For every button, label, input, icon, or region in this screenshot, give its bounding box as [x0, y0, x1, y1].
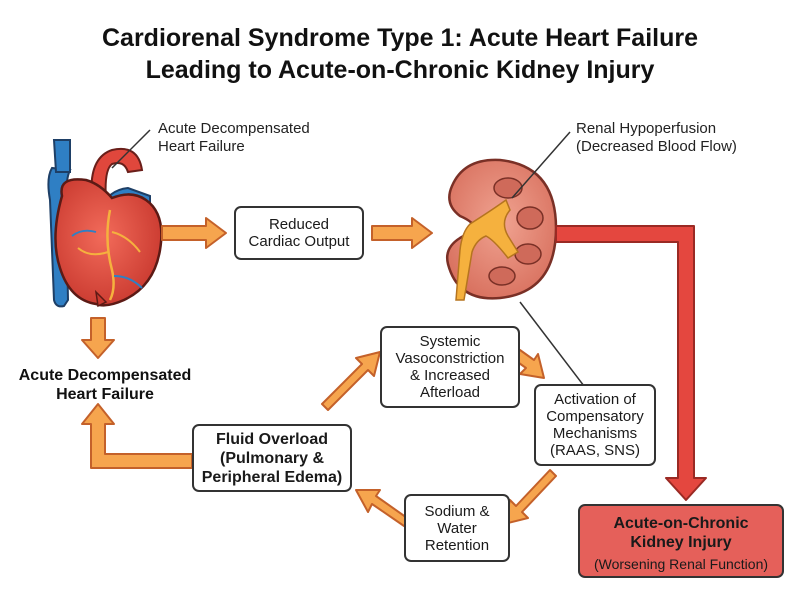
kidney-callout-label: Renal Hypoperfusion (Decreased Blood Flo…: [576, 120, 737, 155]
node-text: Sodium & Water Retention: [424, 502, 490, 554]
heart-callout-label: Acute Decompensated Heart Failure: [158, 120, 310, 155]
kidney-illustration: [446, 158, 558, 301]
arrow-fluid-to-vaso: [321, 351, 381, 411]
node-sodium-water-retention: Sodium & Water Retention: [404, 494, 510, 562]
heart-callout-line: [111, 129, 151, 169]
node-text: Systemic Vasoconstriction & Increased Af…: [395, 333, 505, 401]
superior-vessel: [52, 139, 71, 173]
arrows: [81, 217, 557, 527]
kidney-callout-line: [511, 131, 571, 199]
arrow-kidney-to-aki: [555, 225, 707, 501]
arrow-output-to-kidney: [371, 217, 433, 249]
node-text: Reduced Cardiac Output: [248, 216, 350, 250]
aki-subtitle: (Worsening Renal Function): [593, 556, 769, 572]
node-acute-kidney-injury: Acute-on-Chronic Kidney Injury (Worsenin…: [578, 504, 784, 578]
node-compensatory-mechanisms: Activation of Compensatory Mechanisms (R…: [534, 384, 656, 466]
title-line-2: Leading to Acute-on-Chronic Kidney Injur…: [145, 56, 655, 84]
arrow-heart-to-output: [161, 217, 227, 249]
arrow-comp-to-sodium: [503, 469, 557, 525]
comp-to-kidney-line: [519, 301, 585, 387]
title-line-1: Cardiorenal Syndrome Type 1: Acute Heart…: [102, 24, 698, 52]
aorta: [90, 148, 144, 201]
renal-pelvis: [455, 198, 520, 301]
aki-title: Acute-on-Chronic Kidney Injury: [613, 515, 749, 551]
diagram-title: Cardiorenal Syndrome Type 1: Acute Heart…: [0, 22, 800, 86]
arrow-fluid-to-heart-label: [81, 403, 193, 469]
heart-illustration: [47, 139, 163, 308]
node-fluid-overload: Fluid Overload (Pulmonary & Peripheral E…: [192, 424, 352, 492]
arrow-sodium-to-fluid: [355, 489, 411, 527]
node-text: Fluid Overload (Pulmonary & Peripheral E…: [201, 430, 343, 486]
node-reduced-cardiac-output: Reduced Cardiac Output: [234, 206, 364, 260]
arrow-heart-down: [81, 317, 115, 359]
heart-failure-label: Acute Decompensated Heart Failure: [18, 367, 192, 403]
node-text: Activation of Compensatory Mechanisms (R…: [546, 391, 644, 459]
node-systemic-vasoconstriction: Systemic Vasoconstriction & Increased Af…: [380, 326, 520, 408]
